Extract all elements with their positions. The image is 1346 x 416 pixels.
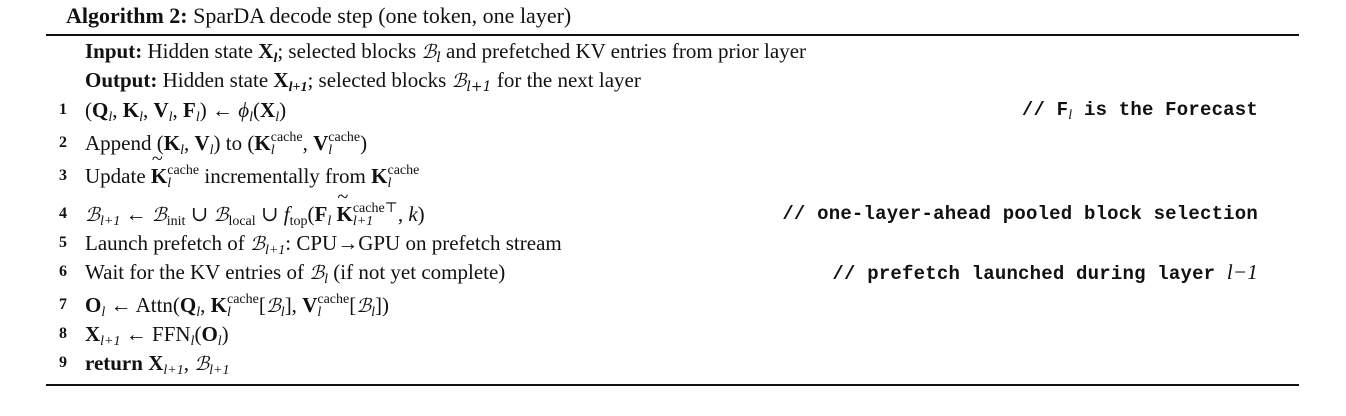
math-B-l: ℬl bbox=[421, 41, 441, 66]
line-comment: // one-layer-ahead pooled block selectio… bbox=[782, 203, 1258, 225]
line-number: 9 bbox=[59, 354, 67, 371]
line-number: 7 bbox=[59, 296, 67, 313]
line-statement: ℬl+1 ← ℬinit ∪ ℬlocal ∪ ftop(Fl Kcache⊤l… bbox=[85, 182, 425, 230]
output-keyword: Output: bbox=[85, 68, 158, 92]
line-comment: // Fl is the Forecast bbox=[1021, 99, 1258, 123]
algorithm-line: 8 Xl+1 ← FFNl(Ol) bbox=[46, 319, 1258, 349]
algorithm-label: Algorithm 2: bbox=[66, 3, 188, 28]
output-text-b: ; selected blocks bbox=[307, 68, 452, 92]
line-number: 4 bbox=[59, 205, 67, 222]
output-text-c: for the next layer bbox=[491, 68, 641, 92]
line-comment: // prefetch launched during layer l−1 bbox=[832, 260, 1258, 285]
output-line: Output: Hidden state Xl+1; selected bloc… bbox=[85, 66, 641, 95]
line-number: 5 bbox=[59, 234, 67, 251]
line-statement: (Ql, Kl, Vl, Fl) ← ϕl(Xl) bbox=[85, 98, 287, 125]
algorithm-line: 9 return Xl+1, ℬl+1 bbox=[46, 348, 1258, 378]
line-number: 6 bbox=[59, 263, 67, 280]
line-statement: Launch prefetch of ℬl+1: CPU→GPU on pref… bbox=[85, 231, 562, 258]
line-statement: Wait for the KV entries of ℬl (if not ye… bbox=[85, 260, 506, 287]
output-text-a: Hidden state bbox=[162, 68, 274, 92]
top-rule bbox=[46, 34, 1299, 36]
math-B-l1: ℬl+1 bbox=[451, 70, 492, 95]
algorithm-block: Algorithm 2: SparDA decode step (one tok… bbox=[46, 0, 1299, 416]
algorithm-line: 5 Launch prefetch of ℬl+1: CPU→GPU on pr… bbox=[46, 228, 1258, 258]
algorithm-line: 6 Wait for the KV entries of ℬl (if not … bbox=[46, 257, 1258, 287]
line-number: 8 bbox=[59, 325, 67, 342]
math-X-l1: Xl+1 bbox=[273, 68, 308, 95]
line-number: 1 bbox=[59, 101, 67, 118]
input-line: Input: Hidden state Xl; selected blocks … bbox=[85, 37, 807, 66]
algorithm-title: Algorithm 2: SparDA decode step (one tok… bbox=[66, 3, 571, 29]
input-text-c: and prefetched KV entries from prior lay… bbox=[440, 39, 807, 63]
line-statement: return Xl+1, ℬl+1 bbox=[85, 351, 230, 378]
algorithm-caption: SparDA decode step (one token, one layer… bbox=[193, 3, 572, 28]
algorithm-line: 4 ℬl+1 ← ℬinit ∪ ℬlocal ∪ ftop(Fl Kcache… bbox=[46, 182, 1258, 230]
line-number: 3 bbox=[59, 167, 67, 184]
input-keyword: Input: bbox=[85, 39, 143, 63]
line-statement: Xl+1 ← FFNl(Ol) bbox=[85, 322, 229, 349]
math-X-l: Xl bbox=[258, 39, 278, 66]
input-text-b: ; selected blocks bbox=[277, 39, 422, 63]
algorithm-line: 1 (Ql, Kl, Vl, Fl) ← ϕl(Xl) // Fl is the… bbox=[46, 95, 1258, 125]
input-text-a: Hidden state bbox=[147, 39, 259, 63]
bottom-rule bbox=[46, 384, 1299, 386]
line-number: 2 bbox=[59, 134, 67, 151]
